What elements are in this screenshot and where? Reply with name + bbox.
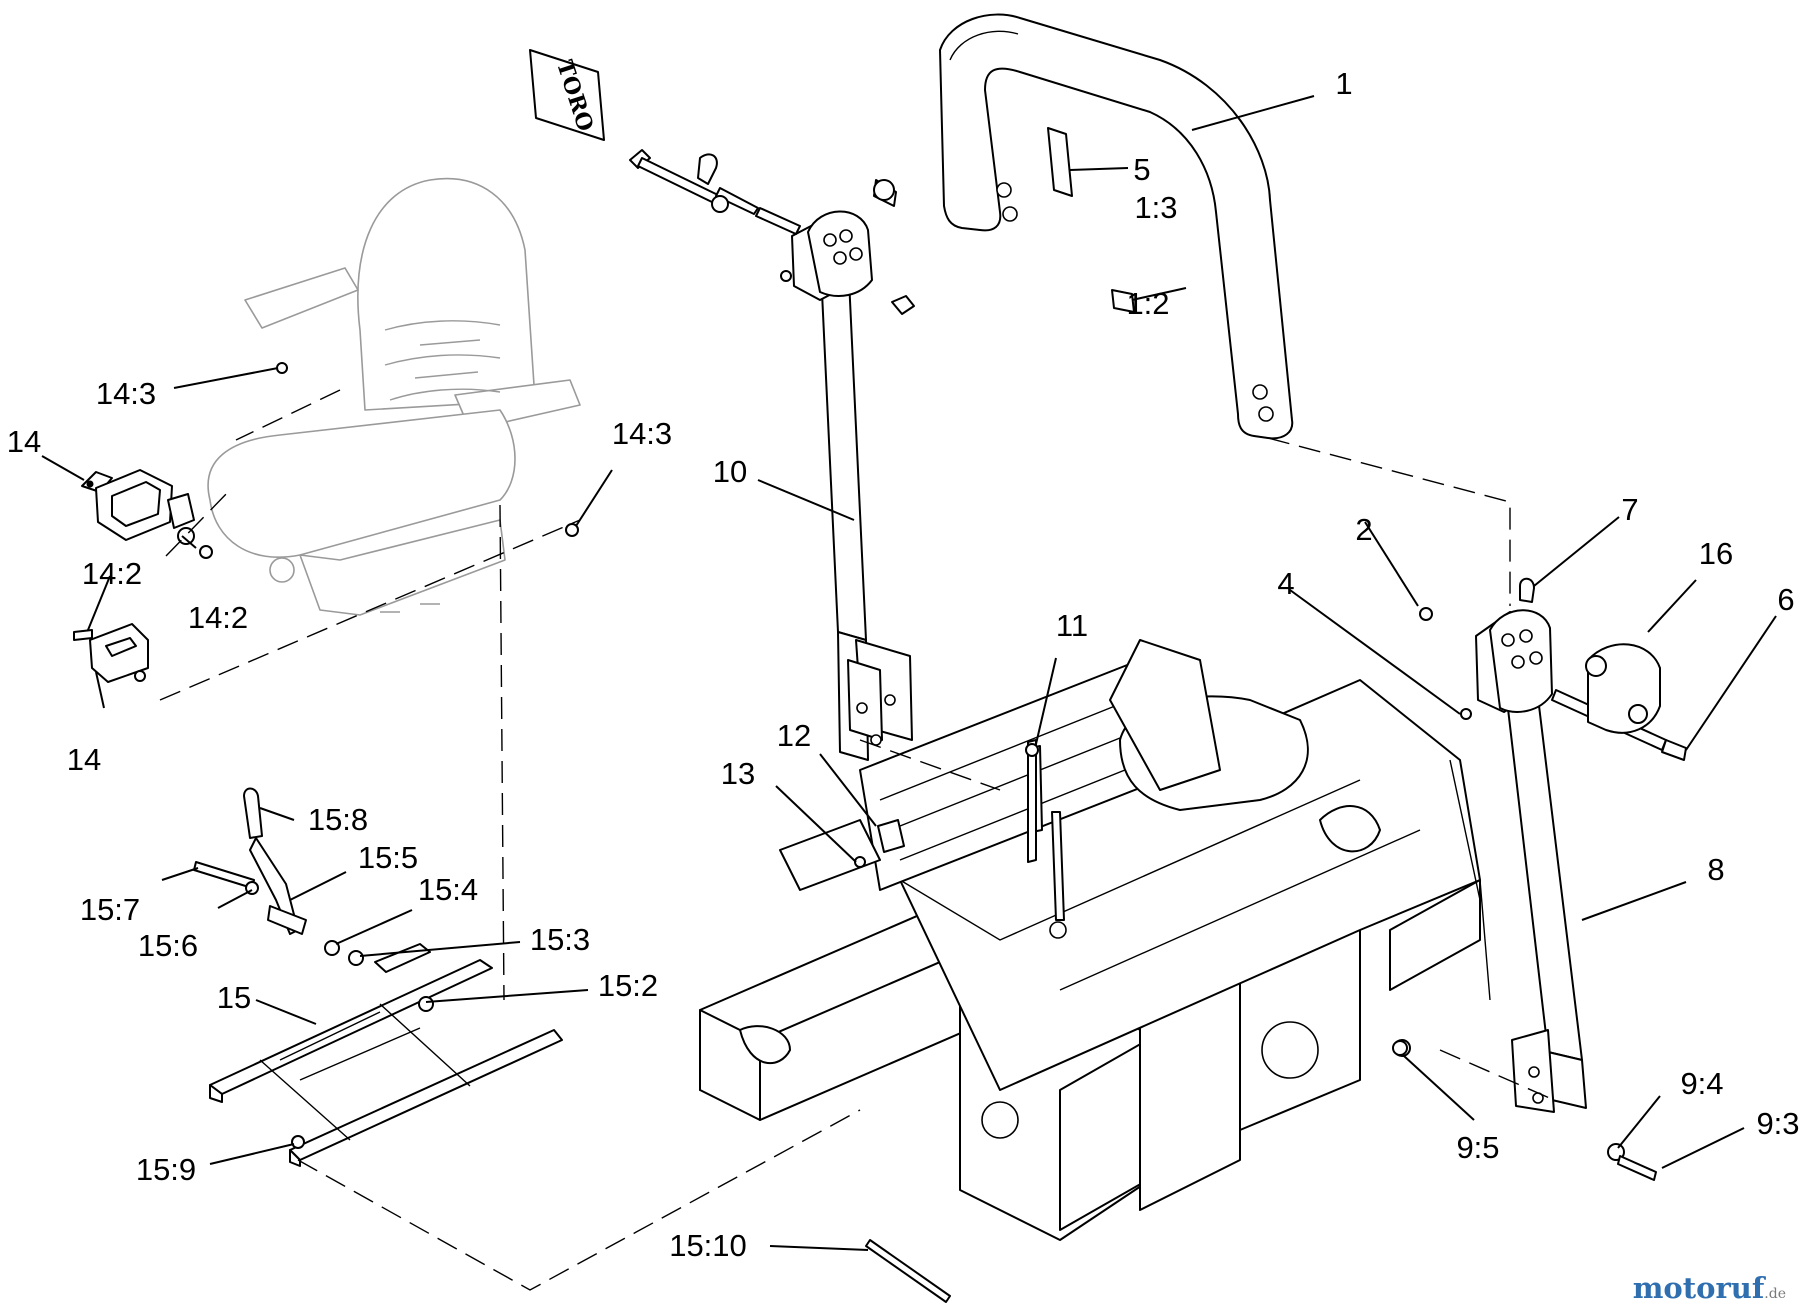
seat-switch-14-lower: [73, 623, 149, 683]
callout-15-6: 15:6: [138, 928, 198, 963]
callout-14-2-right: 14:2: [188, 600, 248, 635]
nut-14-3-left: [276, 362, 288, 374]
callout-9-5: 9:5: [1456, 1130, 1499, 1165]
watermark-main: motoruf: [1632, 1271, 1765, 1305]
callout-13: 13: [721, 756, 755, 791]
callout-15-7: 15:7: [80, 892, 140, 927]
callout-9-3: 9:3: [1756, 1106, 1799, 1141]
watermark-tld: .de: [1764, 1286, 1786, 1302]
callout-15-2: 15:2: [598, 968, 658, 1003]
seat-slide-15: [209, 943, 563, 1167]
callout-14-3-right: 14:3: [612, 416, 672, 451]
callout-16: 16: [1699, 536, 1733, 571]
callout-14-3-left: 14:3: [96, 376, 156, 411]
toro-decal: TORO: [529, 49, 605, 141]
callout-14-upper: 14: [7, 424, 41, 459]
hardware-11-12-13: [854, 739, 1039, 868]
callout-2: 2: [1355, 512, 1372, 547]
callout-1-2: 1:2: [1126, 286, 1169, 321]
seat: [207, 177, 581, 616]
decal-1-2: [1111, 289, 1135, 313]
callout-11: 11: [1056, 608, 1088, 643]
bolt-15-10: [865, 1239, 951, 1303]
nut-9-5: [1392, 1040, 1408, 1056]
callout-labels: 1 5 1:3 1:2 14:3 14:3 14 14:2 14:2 14 10…: [7, 66, 1800, 1263]
callout-12: 12: [777, 718, 811, 753]
callout-10: 10: [713, 454, 747, 489]
pivot-bracket-left: [629, 149, 915, 315]
callout-15: 15: [217, 980, 251, 1015]
callout-15-3: 15:3: [530, 922, 590, 957]
watermark-logo: motoruf.de: [1633, 1271, 1786, 1305]
callout-1: 1: [1335, 66, 1352, 101]
alignment-lines: [159, 389, 1555, 1291]
decal-5: [1047, 127, 1073, 197]
callout-14-2-left: 14:2: [82, 556, 142, 591]
callout-7: 7: [1621, 492, 1638, 527]
callout-15-9: 15:9: [136, 1152, 196, 1187]
callout-4: 4: [1277, 566, 1294, 601]
callout-6: 6: [1777, 582, 1794, 617]
callout-9-4: 9:4: [1680, 1066, 1723, 1101]
leader-lines: [41, 95, 1777, 1251]
callout-1-3: 1:3: [1134, 190, 1177, 225]
roll-bar-upright-10: [819, 249, 913, 761]
callout-5: 5: [1133, 152, 1150, 187]
callout-15-8: 15:8: [308, 802, 368, 837]
callout-15-10: 15:10: [669, 1228, 747, 1263]
bolt-9-3: [1617, 1155, 1657, 1181]
callout-8: 8: [1707, 852, 1724, 887]
pivot-bracket-right: [1419, 577, 1687, 761]
callout-15-5: 15:5: [358, 840, 418, 875]
roll-bar-1: [939, 13, 1294, 440]
mower-frame: [699, 639, 1491, 1241]
callout-15-4: 15:4: [418, 872, 478, 907]
callout-14-lower: 14: [67, 742, 101, 777]
seat-adjust-lever: [193, 787, 364, 966]
